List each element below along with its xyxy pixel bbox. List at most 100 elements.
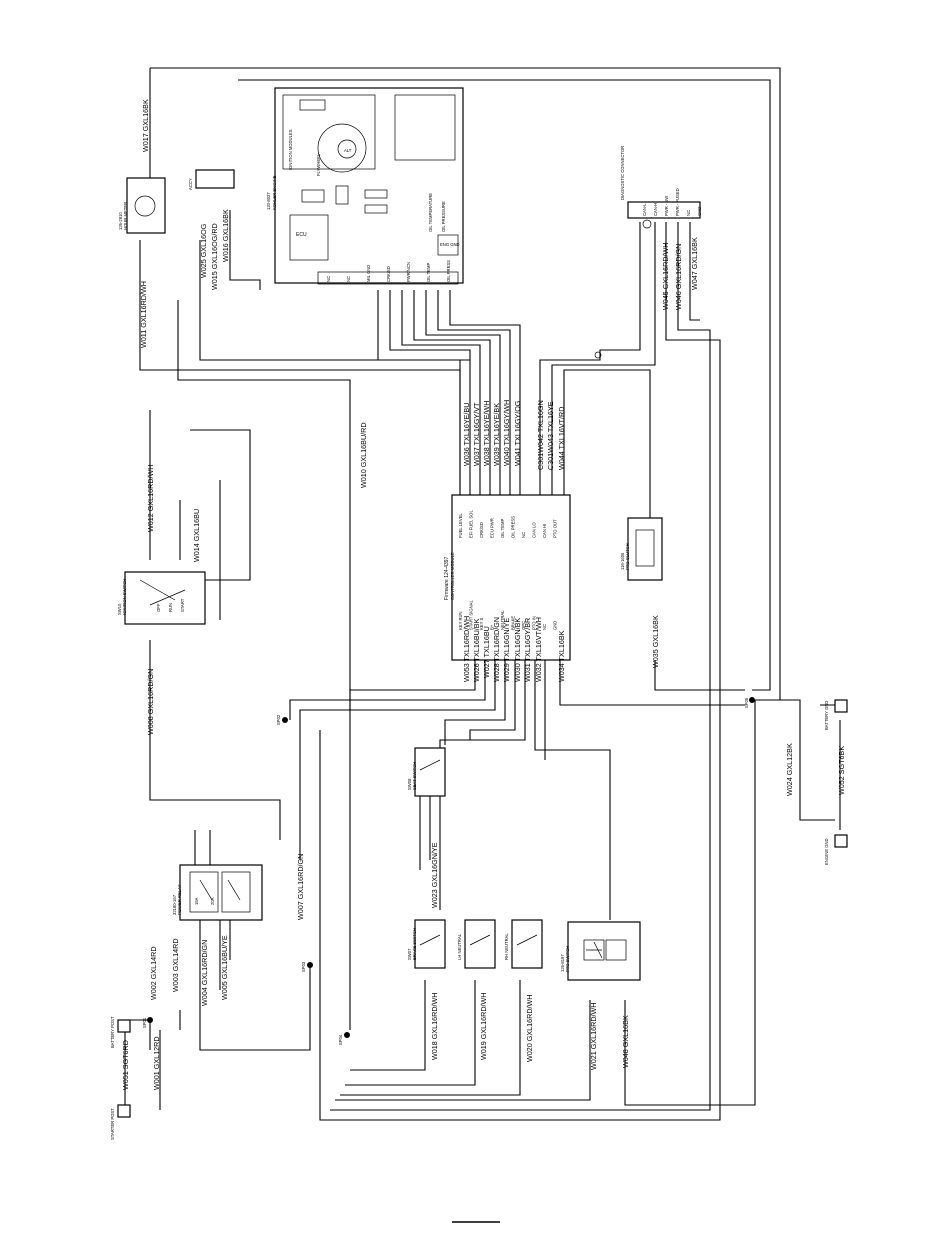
starter-post-terminal <box>117 1104 131 1118</box>
pin-label: OIL PRESS <box>446 260 451 282</box>
wire-label-group: W017 GXL16BK W011 GXL16RD/WH W025 GXL16O… <box>121 99 846 1090</box>
seat-switch-component: SW08 SEAT SWITCH <box>407 747 446 797</box>
pin-label: NC <box>542 624 547 630</box>
engine-flywheel-label: FLYWHEEL <box>316 153 321 176</box>
wire-label: W041 TXL16GY/OG <box>513 400 522 466</box>
wire-label: W039 TXL16YE/BK <box>492 403 501 466</box>
pto-clutch-title: PTO CLUTCH <box>625 543 630 570</box>
wire-label: W005 GXL16BU/YE <box>220 935 229 1000</box>
pin-label: PWR - FUSED <box>675 188 680 216</box>
wire-label: W028 TXL16RD/GN <box>492 617 501 682</box>
pin-label: NC <box>521 532 526 538</box>
clutch-coil-icon <box>635 529 655 567</box>
splice-icon <box>307 962 313 968</box>
switch-contact-icon <box>139 579 186 606</box>
engine-gnd-terminal <box>834 834 848 848</box>
splice-label: SP03 <box>301 961 306 972</box>
seat-switch-title: SEAT SWITCH <box>412 762 417 790</box>
engine-ignition-label: IGNITION MODULES <box>288 129 293 170</box>
wire-label: W032 TXL16VT/WH <box>534 617 543 682</box>
engine-component: ALT ECU ENG GND IGNITION MODULES FLYWHEE… <box>266 87 464 285</box>
pto-switch-title: PTO SWITCH <box>565 946 570 972</box>
wire-label: C301W042 TXL16GN <box>536 400 545 470</box>
wire-label: W040 TXL16GY/WH <box>502 400 511 466</box>
battery-gnd-terminal <box>834 699 848 713</box>
wire-label: W020 GXL16RD/WH <box>525 994 534 1062</box>
switch-contact-icon <box>516 934 538 946</box>
pin-label: EFI FUEL SOL <box>469 510 474 538</box>
engine-eng-gnd-label: ENG GND <box>440 242 460 247</box>
wire-label: W053 TXL16RD/WH <box>462 616 471 682</box>
switch-contact-icon <box>419 934 441 946</box>
wire-label: W007 GXL16RD/GN <box>296 854 305 920</box>
brake-switch-title: BRAKE SWITCH <box>412 928 417 960</box>
controller-subtitle: CONTROLLER MODULE <box>450 552 455 600</box>
wire-label: W021 GXL16RD/WH <box>589 1002 598 1070</box>
wire-label: W047 GXL16BK <box>690 237 699 290</box>
pin-label: OIL TEMP <box>500 518 505 538</box>
splice-label: SP04 <box>338 1034 343 1045</box>
wire-label: W035 GXL16BK <box>651 615 660 668</box>
splice-icon <box>282 717 288 723</box>
rh-neutral-title: RH NEUTRAL <box>504 933 509 960</box>
engine-ecu-label: ECU <box>296 232 307 238</box>
alternator-icon <box>337 139 357 159</box>
pin-label: CRK/SD <box>479 522 484 538</box>
accy-label: ACCY <box>188 178 193 190</box>
pin-label: KEY RUN <box>458 611 463 630</box>
splice-icon <box>147 1017 153 1023</box>
wire-label: W052 SGT6BK <box>837 746 846 795</box>
seat-switch-no: SW08 <box>407 778 412 790</box>
pin-label: OPC <box>521 621 526 630</box>
wire-label: W038 TXL16YE/WH <box>482 401 491 466</box>
battery-gnd-label: BATTERY GND <box>824 701 829 730</box>
pin-label: PWR/NCN <box>406 262 411 282</box>
brake-switch-component: SW07 BRAKE SWITCH <box>407 919 446 969</box>
wire-label: W029 TXL16GN/YE <box>502 618 511 682</box>
battery-post-terminal <box>117 1019 131 1033</box>
splice-label: SP02 <box>276 714 281 725</box>
pin-label: CAN-H <box>653 203 658 216</box>
wire-label: W031 TXL16GY/BR <box>523 618 532 682</box>
wire-label: W045 GXL16RD/WH <box>661 242 670 310</box>
pin-label: CAN-L <box>642 203 647 216</box>
wire-label: W024 GXL12BK <box>785 743 794 796</box>
pin-label: START <box>180 598 185 612</box>
pin-label: GND <box>697 207 702 216</box>
switch-contact-icon <box>419 759 441 771</box>
engine-oil-pressure-label: OIL PRESSURE <box>441 201 446 232</box>
splice-label: SP05 <box>744 697 749 708</box>
wire-label: W037 TXL16GY/VT <box>472 402 481 466</box>
engine-subtitle: KOHLER ENGINE <box>272 175 277 210</box>
engine-title: 120-8027 <box>266 192 271 210</box>
wire-label: W008 GXL16RD/GN <box>146 669 155 735</box>
hour-meter-title: HOUR METER <box>123 202 128 230</box>
wire-label: W026 TXL16BU/BK <box>472 618 481 682</box>
pin-label: PWR - SW <box>664 196 669 216</box>
hour-meter-icon <box>134 195 156 217</box>
ignition-switch-title: IGNITION SWITCH <box>122 579 127 615</box>
wire-label: W023 GXL16GN/YE <box>430 842 439 908</box>
ignition-switch-no: SW10 <box>117 603 122 615</box>
twisted-pair-icon <box>642 219 652 229</box>
relay-coil-icon <box>199 879 241 901</box>
power-relay-component: 32180-167 POWER RELAY 15A 20A <box>172 864 263 921</box>
pin-label: FUEL LEVEL <box>458 513 463 538</box>
wire-label: W027 TXL16BU <box>482 626 491 678</box>
power-relay-no: 32180-167 <box>172 894 177 915</box>
pin-label: OIL PRESS <box>511 516 516 538</box>
splice-icon <box>749 697 755 703</box>
wire-label: W030 TXL16GN/BK <box>513 618 522 682</box>
wire-label: W016 GXL16BK <box>221 209 230 262</box>
engine-gnd-label: ENGINE GND <box>824 838 829 865</box>
wire-label: W003 GXL14RD <box>171 938 180 992</box>
controller-module: Firmware 124-4397 CONTROLLER MODULE KEY … <box>444 494 571 661</box>
wire-label: W046 GXL16RD/GN <box>674 244 683 310</box>
pin-label: B+ <box>490 624 495 630</box>
hour-meter-component: 126-2910 HOUR METER <box>118 177 166 234</box>
power-relay-title: POWER RELAY <box>177 884 182 915</box>
pto-clutch-number: 116-1606 <box>620 552 625 570</box>
